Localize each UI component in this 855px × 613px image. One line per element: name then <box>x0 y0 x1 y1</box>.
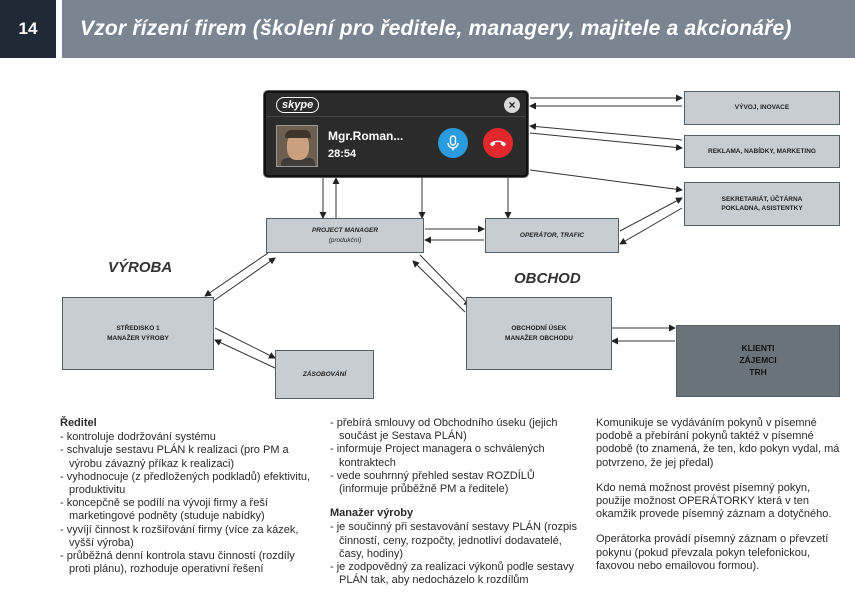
box-obchodni-line2: MANAŽER OBCHODU <box>505 334 573 342</box>
box-vyvoj-label: VÝVOJ, INOVACE <box>734 104 790 112</box>
text-column-manazer: přebírá smlouvy od Obchodního úseku (jej… <box>330 417 580 587</box>
phone-hangup-icon <box>490 140 506 147</box>
text-column-komunikace: Komunikuje se vydáváním pokynů v písemné… <box>596 417 846 585</box>
box-zasobovani: ZÁSOBOVÁNÍ <box>275 350 374 399</box>
list-item: koncepčně se podílí na vývoji firmy a ře… <box>60 497 315 523</box>
list-item: průběžná denní kontrola stavu činností (… <box>60 550 315 576</box>
call-duration: 28:54 <box>328 148 357 160</box>
box-obchodni-usek: OBCHODNÍ ÚSEK MANAŽER OBCHODU <box>466 297 612 370</box>
box-klienti: KLIENTI ZÁJEMCI TRH <box>676 325 840 397</box>
title-bar: Vzor řízení firem (školení pro ředitele,… <box>62 0 855 58</box>
list-item: schvaluje sestavu PLÁN k realizaci (pro … <box>60 444 315 470</box>
box-sekretariat: SEKRETARIÁT, ÚČTÁRNA POKLADNA, ASISTENTK… <box>684 182 840 226</box>
box-stredisko-line2: MANAŽER VÝROBY <box>107 334 169 342</box>
list-reditel: kontroluje dodržování systému schvaluje … <box>60 431 315 576</box>
slide-number: 14 <box>0 0 56 58</box>
list-item: je zodpovědný za realizaci výkonů podle … <box>330 561 580 587</box>
box-klienti-line1: KLIENTI <box>741 343 775 354</box>
skype-header: skype × <box>266 93 526 117</box>
box-sekretariat-line2: POKLADNA, ASISTENTKY <box>721 205 803 212</box>
list-continued: přebírá smlouvy od Obchodního úseku (jej… <box>330 417 580 496</box>
box-sekretariat-line1: SEKRETARIÁT, ÚČTÁRNA <box>721 195 803 203</box>
box-operator-label: OPERÁTOR, TRAFIC <box>519 231 585 239</box>
list-item: vyvíjí činnost k rozšiřování firmy (více… <box>60 524 315 550</box>
section-label-vyroba: VÝROBA <box>108 259 173 276</box>
list-manazer-vyroby: je součinný při sestavování sestavy PLÁN… <box>330 521 580 587</box>
slide-title: Vzor řízení firem (školení pro ředitele,… <box>80 17 792 40</box>
paragraph-operatorka: Kdo nemá možnost provést písemný pokyn, … <box>596 481 832 521</box>
box-klienti-line2: ZÁJEMCI <box>739 355 777 366</box>
box-klienti-line3: TRH <box>749 366 767 377</box>
box-obchodni-line1: OBCHODNÍ ÚSEK <box>511 325 567 333</box>
box-operator: OPERÁTOR, TRAFIC <box>485 218 619 253</box>
heading-reditel: Ředitel <box>60 417 97 429</box>
box-pm-sub: (produkční) <box>328 236 362 244</box>
list-item: přebírá smlouvy od Obchodního úseku (jej… <box>330 417 580 443</box>
list-item: vyhodnocuje (z předložených podkladů) ef… <box>60 471 315 497</box>
section-label-obchod: OBCHOD <box>514 270 581 287</box>
close-call-window-button[interactable]: × <box>504 96 520 113</box>
box-stredisko-line1: STŘEDISKO 1 <box>116 325 160 333</box>
skype-body: Mgr.Roman... 28:54 <box>266 117 526 175</box>
paragraph-zaznam: Operátorka provádí písemný záznam o přev… <box>596 533 829 572</box>
list-item: kontroluje dodržování systému <box>60 431 315 444</box>
hang-up-button[interactable] <box>483 128 513 158</box>
box-project-manager: PROJECT MANAGER (produkční) <box>266 218 424 253</box>
box-pm-title: PROJECT MANAGER <box>311 227 379 235</box>
microphone-icon <box>447 135 459 151</box>
caller-avatar <box>276 125 318 167</box>
skype-logo-icon: skype <box>276 96 320 113</box>
mute-microphone-button[interactable] <box>438 128 468 158</box>
box-stredisko: STŘEDISKO 1 MANAŽER VÝROBY <box>62 297 214 370</box>
box-zasobovani-label: ZÁSOBOVÁNÍ <box>302 370 347 378</box>
list-item: informuje Project managera o schválených… <box>330 443 580 469</box>
box-vyvoj-inovace: VÝVOJ, INOVACE <box>684 91 840 125</box>
diagram-arrows <box>204 94 683 369</box>
text-column-reditel: Ředitel kontroluje dodržování systému sc… <box>60 417 315 576</box>
list-item: je součinný při sestavování sestavy PLÁN… <box>330 521 580 561</box>
list-item: vede souhrnný přehled sestav ROZDÍLŮ (in… <box>330 470 580 496</box>
box-reklama-label: REKLAMA, NABÍDKY, MARKETING <box>708 147 816 155</box>
skype-call-window[interactable]: skype × Mgr.Roman... 28:54 <box>264 91 528 177</box>
box-reklama: REKLAMA, NABÍDKY, MARKETING <box>684 135 840 168</box>
paragraph-komunikace: Komunikuje se vydáváním pokynů v písemné… <box>596 417 840 469</box>
org-diagram: VÝVOJ, INOVACE REKLAMA, NABÍDKY, MARKETI… <box>0 58 855 403</box>
heading-manazer-vyroby: Manažer výroby <box>330 507 414 520</box>
caller-name: Mgr.Roman... <box>328 129 404 143</box>
